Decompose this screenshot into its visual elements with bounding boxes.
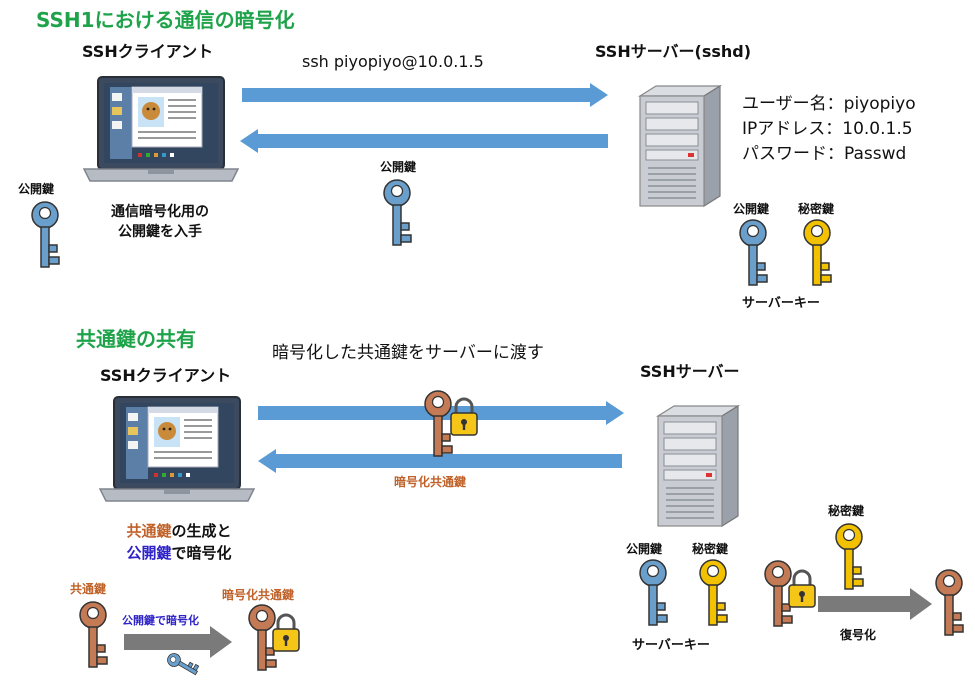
- server1-public-key-icon: [739, 219, 768, 286]
- encrypted-key-label: 暗号化共通鍵: [222, 588, 295, 602]
- common-key-label: 共通鍵: [70, 582, 107, 596]
- client-laptop-2: [99, 396, 255, 502]
- client-key-label: 公開鍵: [18, 182, 55, 196]
- client-laptop-1: [83, 76, 239, 182]
- server1-private-key-icon: [803, 219, 832, 286]
- transfer-encrypted-label: 暗号化共通鍵: [394, 475, 467, 489]
- server-ip: IPアドレス：10.0.1.5: [742, 119, 913, 139]
- client-note-line1: 通信暗号化用の: [111, 204, 209, 220]
- section1-client-label: SSHクライアント: [82, 42, 214, 61]
- server2-private-key-icon: [699, 559, 728, 626]
- encrypted-key-icon: [248, 604, 301, 671]
- client-note: 通信暗号化用の 公開鍵を入手: [100, 202, 220, 242]
- client-public-key-icon: [31, 201, 60, 268]
- section2-action-label: 暗号化した共通鍵をサーバーに渡す: [272, 343, 544, 363]
- client2-note: 共通鍵の生成と 公開鍵で暗号化: [104, 520, 254, 564]
- section1-arrows: [240, 83, 608, 153]
- server-user: ユーザー名：piyopiyo: [742, 94, 916, 114]
- decrypt-private-key-icon: [835, 523, 864, 590]
- transfer-encrypted-key-icon: [424, 390, 479, 457]
- client2-note-encrypt: で暗号化: [171, 544, 232, 562]
- ssh-command-label: ssh piyopiyo@10.0.1.5: [302, 52, 484, 71]
- arrow-to-client-1: [240, 129, 608, 153]
- section2-client-label: SSHクライアント: [100, 366, 232, 385]
- server1-key-caption: サーバーキー: [742, 296, 820, 311]
- server-info: ユーザー名：piyopiyo IPアドレス：10.0.1.5 パスワード：Pas…: [742, 92, 916, 167]
- common-key-icon: [79, 601, 108, 668]
- server-2: [657, 405, 739, 527]
- server1-private-key-label: 秘密鍵: [798, 202, 835, 216]
- section2-server-label: SSHサーバー: [640, 362, 740, 381]
- section2-title: 共通鍵の共有: [76, 327, 196, 351]
- client-note-line2: 公開鍵を入手: [118, 224, 202, 240]
- section1-title: SSH1における通信の暗号化: [36, 8, 295, 32]
- server2-public-key-label: 公開鍵: [626, 542, 663, 556]
- section1-server-label: SSHサーバー(sshd): [595, 42, 752, 61]
- decrypt-private-key-label: 秘密鍵: [828, 504, 865, 518]
- encrypt-arrow-gray: [124, 626, 232, 680]
- decrypt-label: 復号化: [840, 628, 877, 642]
- client2-note-generate: の生成と: [171, 522, 232, 540]
- server1-public-key-label: 公開鍵: [733, 202, 770, 216]
- server-password: パスワード：Passwd: [742, 144, 907, 164]
- arrow-to-client-2: [258, 449, 622, 473]
- decrypted-common-key-icon: [935, 569, 964, 636]
- transfer-public-key-icon: [383, 179, 412, 246]
- arrow-to-server-1: [242, 83, 608, 107]
- transfer-key-label: 公開鍵: [380, 160, 417, 174]
- server2-public-key-icon: [639, 559, 668, 626]
- encrypt-with-label: 公開鍵で暗号化: [122, 614, 199, 627]
- client2-note-public-key: 公開鍵: [126, 544, 172, 562]
- server-1: [639, 85, 721, 207]
- decrypt-arrow-gray: [818, 588, 932, 620]
- client2-note-common-key: 共通鍵: [126, 522, 172, 540]
- server2-private-key-label: 秘密鍵: [692, 542, 729, 556]
- server2-key-caption: サーバーキー: [632, 638, 710, 653]
